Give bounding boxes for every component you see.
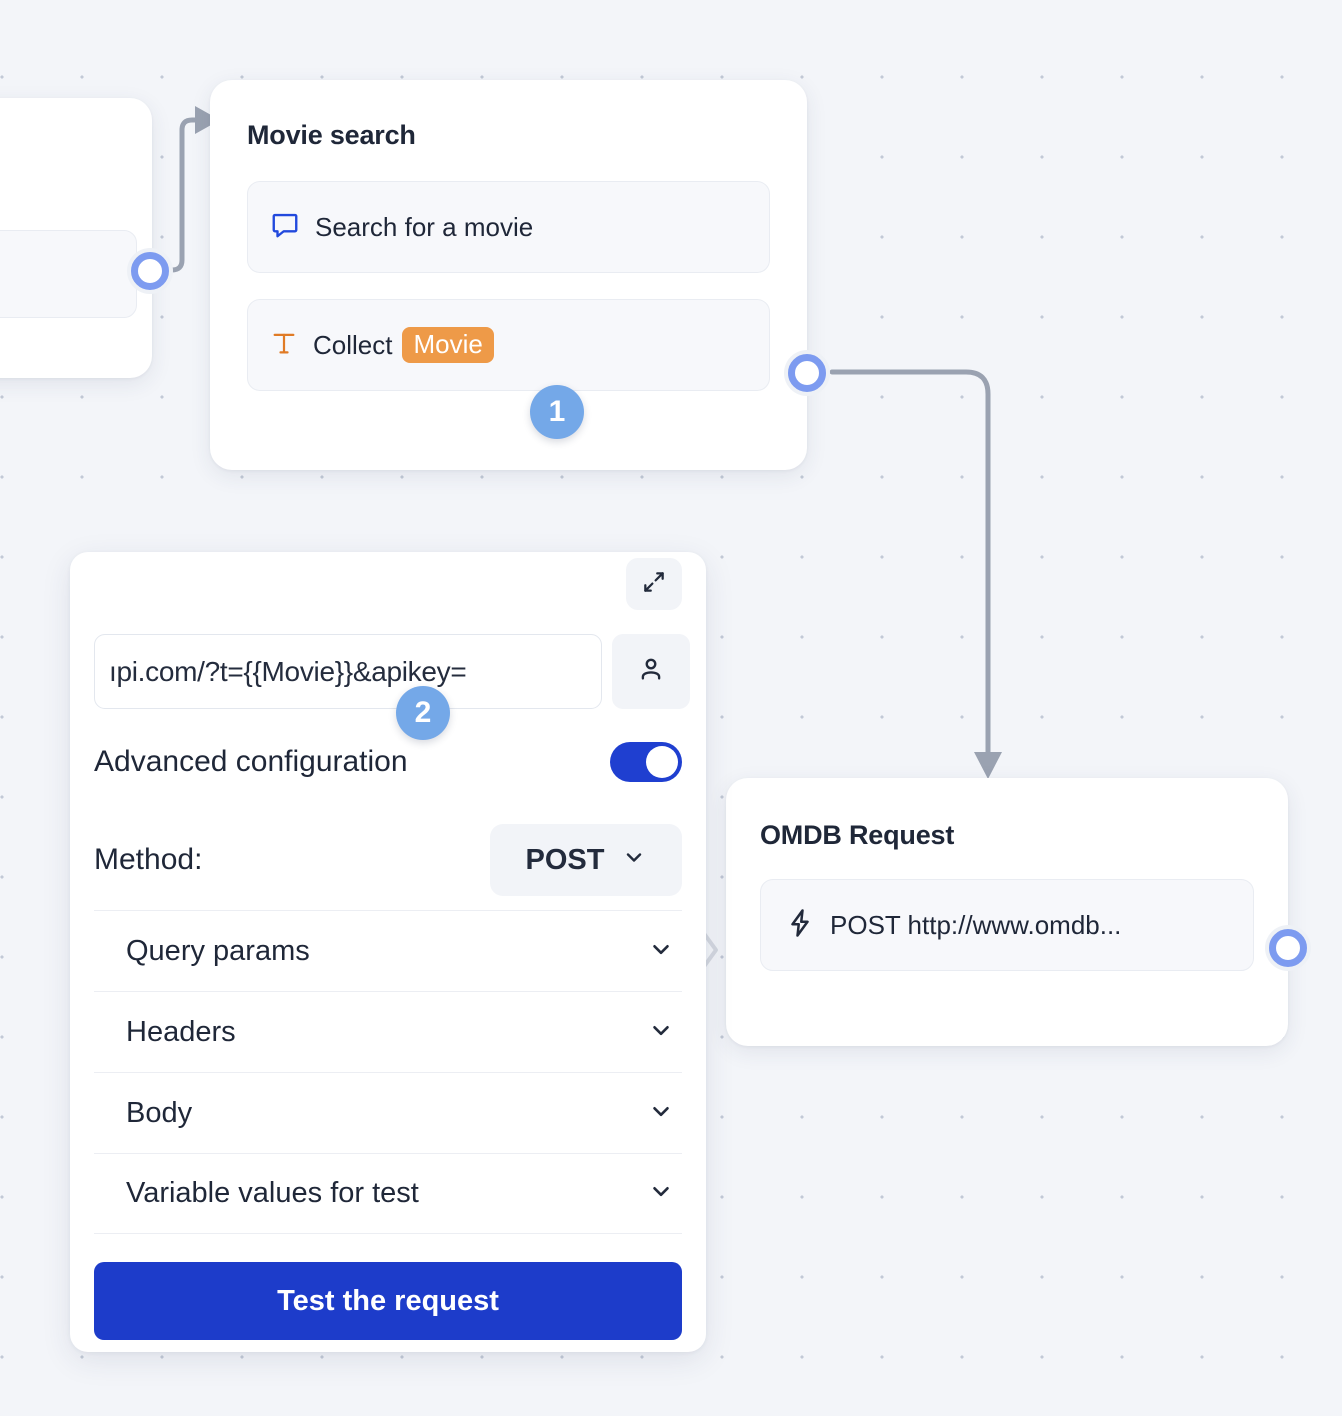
authentication-button[interactable]	[612, 634, 690, 709]
request-url-value: ıpi.com/?t={{Movie}}&apikey=	[109, 655, 467, 687]
node-row-label-text: Collect	[313, 329, 393, 360]
node-port-left-card[interactable]	[127, 248, 173, 294]
request-url-input[interactable]: ıpi.com/?t={{Movie}}&apikey=	[94, 634, 602, 709]
chevron-down-icon	[648, 1178, 674, 1209]
method-selected-value: POST	[525, 843, 605, 876]
node-row-placeholder[interactable]	[0, 230, 137, 318]
chevron-down-icon	[648, 1017, 674, 1048]
node-port-omdb-output[interactable]	[1265, 925, 1311, 971]
method-select[interactable]: POST	[490, 824, 682, 896]
user-icon	[636, 654, 666, 689]
node-port-movie-search-output[interactable]	[784, 350, 830, 396]
section-label: Variable values for test	[126, 1177, 419, 1209]
chevron-down-icon	[648, 936, 674, 967]
node-row-search-for-a-movie[interactable]: Search for a movie	[247, 181, 770, 273]
node-title-movie-search: Movie search	[247, 120, 416, 150]
url-row: ıpi.com/?t={{Movie}}&apikey=	[94, 634, 690, 709]
step-badge-1: 1	[530, 385, 584, 439]
expand-diagonal-icon	[641, 569, 667, 600]
expand-panel-button[interactable]	[626, 558, 682, 610]
section-variable-values-for-test[interactable]: Variable values for test	[94, 1153, 682, 1234]
variable-chip-movie[interactable]: Movie	[402, 326, 494, 364]
node-row-label: POST http://www.omdb...	[830, 909, 1122, 940]
node-row-label: Search for a movie	[315, 211, 534, 242]
configuration-sections: Query params Headers Body Variable value…	[94, 910, 682, 1234]
advanced-configuration-row: Advanced configuration	[94, 742, 682, 782]
message-bubble-icon	[270, 210, 300, 245]
text-format-icon	[270, 329, 298, 362]
section-headers[interactable]: Headers	[94, 991, 682, 1072]
node-row-label: Collect Movie	[313, 326, 494, 364]
lightning-bolt-icon	[785, 908, 815, 943]
section-label: Headers	[126, 1015, 236, 1048]
advanced-configuration-toggle[interactable]	[610, 742, 682, 782]
section-label: Query params	[126, 934, 310, 967]
node-title-omdb-request: OMDB Request	[760, 820, 955, 850]
request-configuration-panel[interactable]: ıpi.com/?t={{Movie}}&apikey= Advanced co…	[70, 552, 706, 1352]
chevron-down-icon	[648, 1098, 674, 1129]
node-card-omdb-request[interactable]: OMDB Request POST http://www.omdb...	[726, 778, 1288, 1046]
node-row-post-request[interactable]: POST http://www.omdb...	[760, 879, 1254, 971]
section-body[interactable]: Body	[94, 1072, 682, 1153]
step-badge-2: 2	[396, 686, 450, 740]
node-card-partial-left[interactable]	[0, 98, 152, 378]
advanced-configuration-label: Advanced configuration	[94, 745, 408, 778]
method-row: Method: POST	[94, 824, 682, 896]
section-query-params[interactable]: Query params	[94, 910, 682, 991]
node-row-collect-movie[interactable]: Collect Movie	[247, 299, 770, 391]
chevron-down-icon	[622, 844, 646, 877]
node-card-movie-search[interactable]: Movie search Search for a movie Collect …	[210, 80, 807, 470]
section-label: Body	[126, 1096, 193, 1129]
test-the-request-button[interactable]: Test the request	[94, 1262, 682, 1340]
method-label: Method:	[94, 843, 203, 876]
